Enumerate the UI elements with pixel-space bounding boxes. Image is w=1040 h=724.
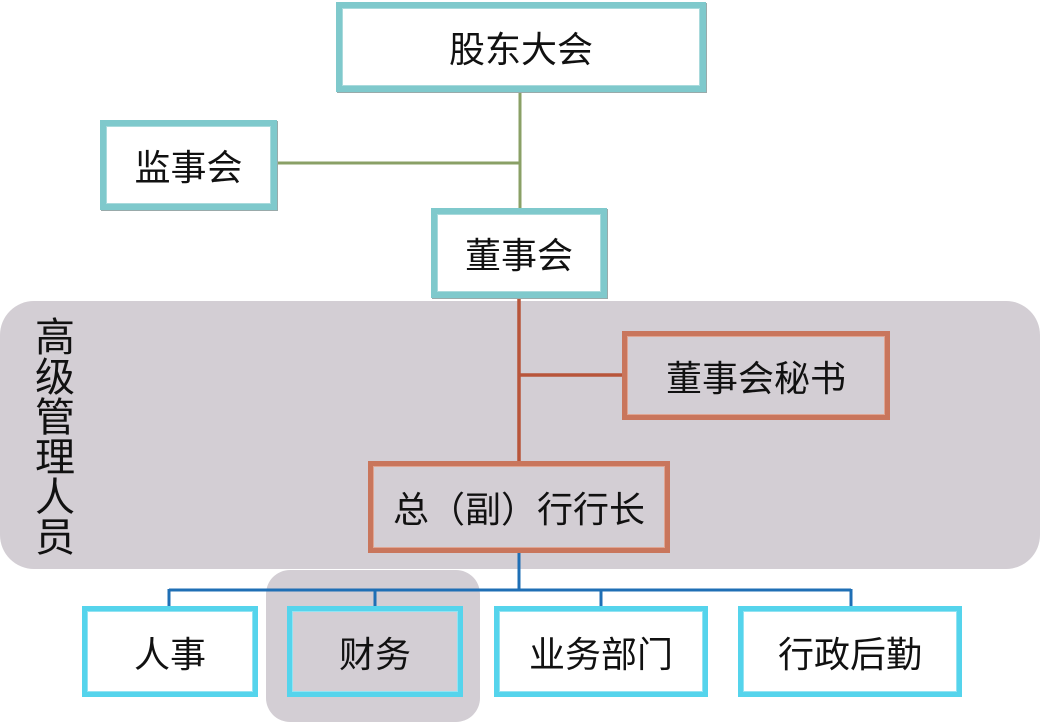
node-board-secretary: 董事会秘书 xyxy=(622,331,890,420)
node-president: 总（副）行行长 xyxy=(368,461,670,553)
senior-management-label: 高级管理人员 xyxy=(28,316,74,556)
node-admin-logistics: 行政后勤 xyxy=(738,606,962,697)
node-hr: 人事 xyxy=(82,606,258,697)
node-board-of-directors: 董事会 xyxy=(431,208,607,298)
node-finance: 财务 xyxy=(287,606,463,697)
node-business-department: 业务部门 xyxy=(494,606,708,697)
node-board-of-supervisors: 监事会 xyxy=(100,120,277,210)
node-shareholders-meeting: 股东大会 xyxy=(336,2,706,92)
